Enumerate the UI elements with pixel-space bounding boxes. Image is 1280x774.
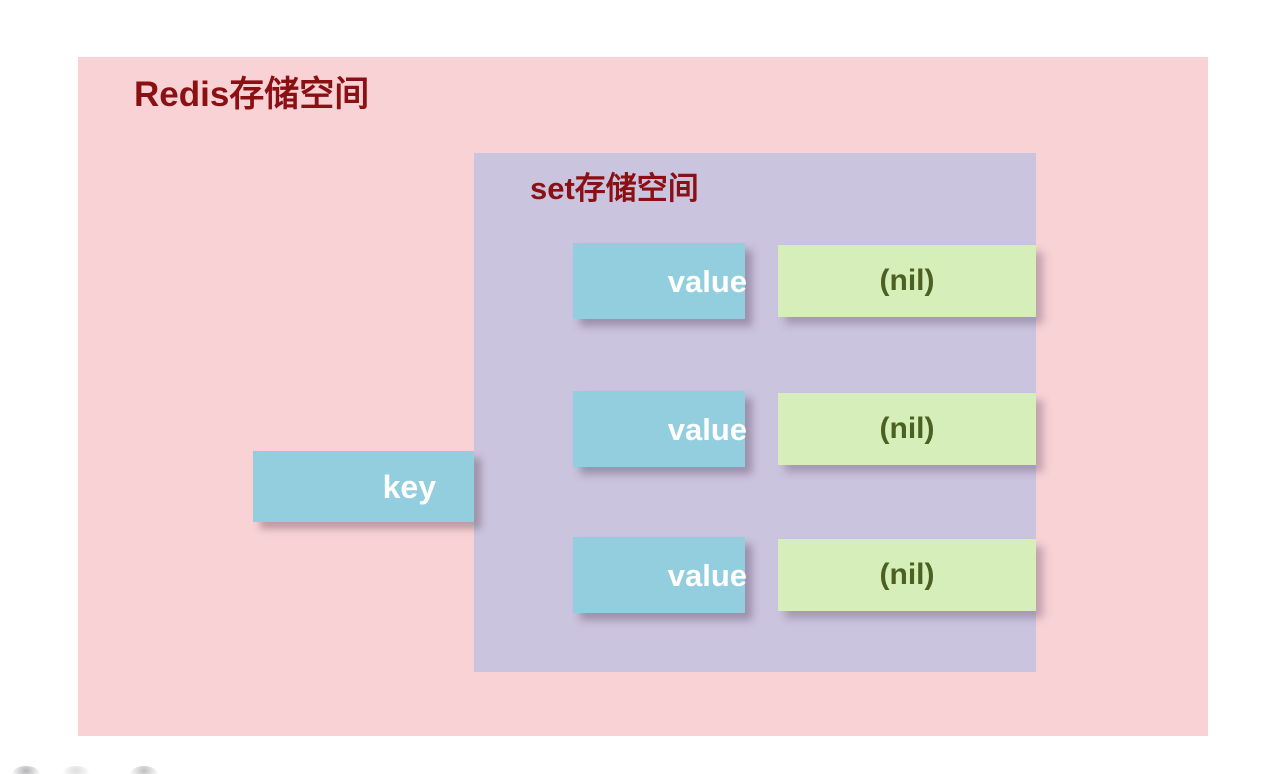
ellipse-artifact-icon xyxy=(130,766,158,774)
nil-block: (nil) xyxy=(778,245,1036,317)
value-block-label: value xyxy=(667,263,747,299)
value-block: value xyxy=(573,243,747,319)
set-storage-container: set存储空间 value (nil) value (nil) xyxy=(474,153,1036,672)
redis-storage-container: Redis存储空间 set存储空间 value (nil) value (nil… xyxy=(78,57,1208,736)
value-block: value xyxy=(573,391,747,467)
set-storage-title: set存储空间 xyxy=(530,171,699,206)
nil-block-label: (nil) xyxy=(879,412,935,445)
value-block-label: value xyxy=(667,411,747,447)
value-block: value xyxy=(573,537,747,613)
key-block: key xyxy=(253,451,474,522)
ellipse-artifact-icon xyxy=(12,766,40,774)
nil-block: (nil) xyxy=(778,393,1036,465)
nil-block-label: (nil) xyxy=(879,558,935,591)
nil-block: (nil) xyxy=(778,539,1036,611)
ellipse-artifact-icon xyxy=(62,766,90,774)
bottom-edge-artifacts xyxy=(0,762,300,774)
nil-block-label: (nil) xyxy=(879,264,935,297)
key-block-label: key xyxy=(382,468,436,505)
redis-storage-title: Redis存储空间 xyxy=(134,75,370,114)
value-block-label: value xyxy=(667,557,747,593)
